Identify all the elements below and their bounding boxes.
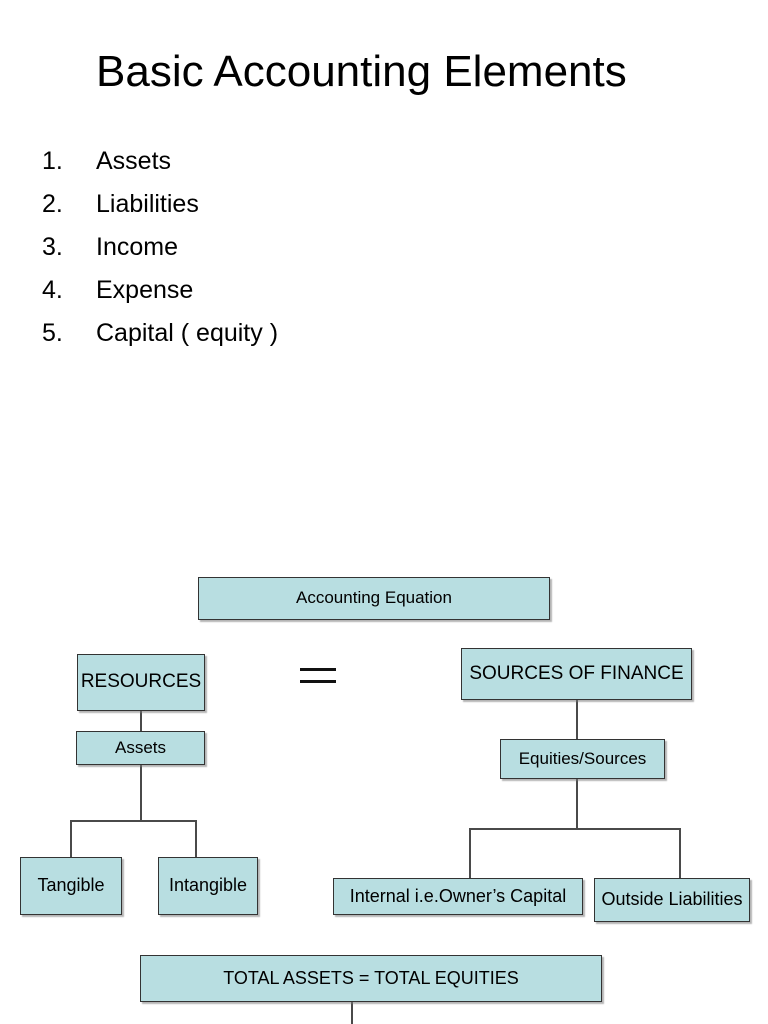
node-intangible-label: Intangible [168,875,248,896]
list-item-number: 4. [42,276,63,304]
list-item-number: 5. [42,319,63,347]
equals-bar-bottom [300,680,336,683]
list-item-label: Liabilities [96,190,199,218]
node-resources[interactable]: RESOURCES [77,654,205,711]
equals-operator-icon [300,668,336,686]
list-item-label: Income [96,233,178,261]
connector-sources-to-equities [576,700,578,740]
list-item-number: 3. [42,233,63,261]
node-equities-sources-label: Equities/Sources [518,748,647,768]
connector-assets-split-bar [70,820,197,822]
connector-total-downward [351,1002,353,1024]
node-tangible[interactable]: Tangible [20,857,122,915]
list-item: 5. Capital ( equity ) [42,312,602,355]
node-sources-of-finance[interactable]: SOURCES OF FINANCE [461,648,692,700]
connector-to-internal-capital [469,828,471,879]
connector-resources-to-assets [140,711,142,731]
list-item-number: 1. [42,147,63,175]
node-outside-liabilities[interactable]: Outside Liabilities [594,878,750,922]
node-accounting-equation[interactable]: Accounting Equation [198,577,550,620]
node-total-equation-label: TOTAL ASSETS = TOTAL EQUITIES [223,967,519,988]
connector-equities-stem [576,779,578,829]
node-internal-capital[interactable]: Internal i.e.Owner’s Capital [333,878,583,915]
list-item: 3. Income [42,226,602,269]
connector-equities-split-bar [469,828,681,830]
list-item: 1. Assets [42,140,602,183]
list-item: 4. Expense [42,269,602,312]
connector-to-tangible [70,820,72,858]
node-intangible[interactable]: Intangible [158,857,258,915]
connector-to-intangible [195,820,197,858]
list-item-label: Expense [96,276,194,304]
page-title: Basic Accounting Elements [96,47,627,96]
accounting-elements-list: 1. Assets 2. Liabilities 3. Income 4. Ex… [42,140,602,355]
node-tangible-label: Tangible [37,875,105,896]
list-item-label: Capital ( equity ) [96,319,279,347]
list-item-number: 2. [42,190,63,218]
list-item: 2. Liabilities [42,183,602,226]
node-equities-sources[interactable]: Equities/Sources [500,739,665,779]
node-accounting-equation-label: Accounting Equation [296,588,452,608]
equals-bar-top [300,668,336,671]
node-total-equation[interactable]: TOTAL ASSETS = TOTAL EQUITIES [140,955,602,1002]
connector-to-outside-liabilities [679,828,681,879]
node-assets-label: Assets [114,737,167,757]
node-sources-of-finance-label: SOURCES OF FINANCE [469,662,684,684]
node-internal-capital-label: Internal i.e.Owner’s Capital [349,885,567,906]
connector-assets-stem [140,765,142,821]
list-item-label: Assets [96,147,172,175]
node-resources-label: RESOURCES [80,671,202,693]
node-assets[interactable]: Assets [76,731,205,765]
node-outside-liabilities-label: Outside Liabilities [601,889,743,910]
